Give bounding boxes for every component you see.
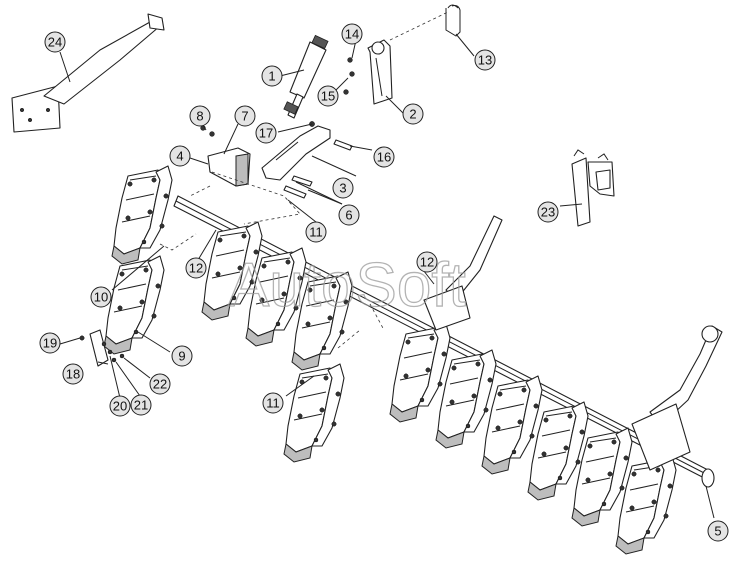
u-bolt-13 <box>445 4 461 37</box>
lift-arm-middle <box>423 215 503 331</box>
svg-text:22: 22 <box>153 377 167 392</box>
svg-text:12: 12 <box>420 255 434 270</box>
callout-2: 2 <box>402 103 424 125</box>
callout-13: 13 <box>474 49 496 71</box>
callout-10: 10 <box>90 286 112 308</box>
svg-text:12: 12 <box>189 261 203 276</box>
svg-text:16: 16 <box>377 150 391 165</box>
callout-11-b: 11 <box>262 392 284 414</box>
callout-11-a: 11 <box>305 221 327 243</box>
svg-text:7: 7 <box>241 109 248 124</box>
bracket-24 <box>571 149 615 227</box>
assembly-lines <box>159 11 449 349</box>
bracket-4 <box>207 147 251 187</box>
callout-3: 3 <box>332 177 354 199</box>
svg-text:2: 2 <box>409 107 416 122</box>
svg-text:19: 19 <box>43 336 57 351</box>
svg-text:1: 1 <box>268 69 275 84</box>
callout-6: 6 <box>338 204 360 226</box>
callout-21: 21 <box>130 394 152 416</box>
callout-17: 17 <box>255 122 277 144</box>
callout-20: 20 <box>109 395 131 417</box>
svg-text:3: 3 <box>339 181 346 196</box>
svg-text:8: 8 <box>196 109 203 124</box>
callout-5: 5 <box>707 520 729 542</box>
svg-text:15: 15 <box>321 89 335 104</box>
bracket-23 <box>11 13 165 133</box>
svg-text:24: 24 <box>48 35 62 50</box>
link-arm-3 <box>261 125 331 181</box>
callout-22: 22 <box>149 373 171 395</box>
callout-14: 14 <box>341 23 363 45</box>
callout-9: 9 <box>171 345 193 367</box>
svg-text:20: 20 <box>113 399 127 414</box>
callout-4: 4 <box>169 145 191 167</box>
callout-12-b: 12 <box>416 251 438 273</box>
svg-text:11: 11 <box>309 225 323 240</box>
svg-text:21: 21 <box>134 398 148 413</box>
svg-text:5: 5 <box>714 524 721 539</box>
callout-1: 1 <box>261 65 283 87</box>
bracket-plate-2 <box>367 39 393 105</box>
callout-18: 18 <box>62 363 84 385</box>
svg-text:10: 10 <box>94 290 108 305</box>
callout-8: 8 <box>189 105 211 127</box>
svg-text:18: 18 <box>66 367 80 382</box>
callout-24: 23 <box>537 201 559 223</box>
callout-7: 7 <box>234 105 256 127</box>
callout-19: 19 <box>39 332 61 354</box>
svg-text:9: 9 <box>178 349 185 364</box>
svg-text:23: 23 <box>541 205 555 220</box>
hydraulic-cylinder <box>283 34 329 119</box>
svg-text:13: 13 <box>478 53 492 68</box>
callout-23: 24 <box>44 31 66 53</box>
svg-text:4: 4 <box>176 149 183 164</box>
callout-15: 15 <box>317 85 339 107</box>
point-parts <box>79 329 125 367</box>
callouts: 24 1 14 15 2 13 8 7 17 4 16 3 6 11 23 12… <box>39 23 729 542</box>
svg-text:11: 11 <box>266 396 280 411</box>
svg-text:6: 6 <box>345 208 352 223</box>
svg-text:17: 17 <box>259 126 273 141</box>
callout-16: 16 <box>373 146 395 168</box>
callout-12-a: 12 <box>185 257 207 279</box>
lift-arm-right <box>631 325 723 471</box>
svg-text:14: 14 <box>345 27 359 42</box>
